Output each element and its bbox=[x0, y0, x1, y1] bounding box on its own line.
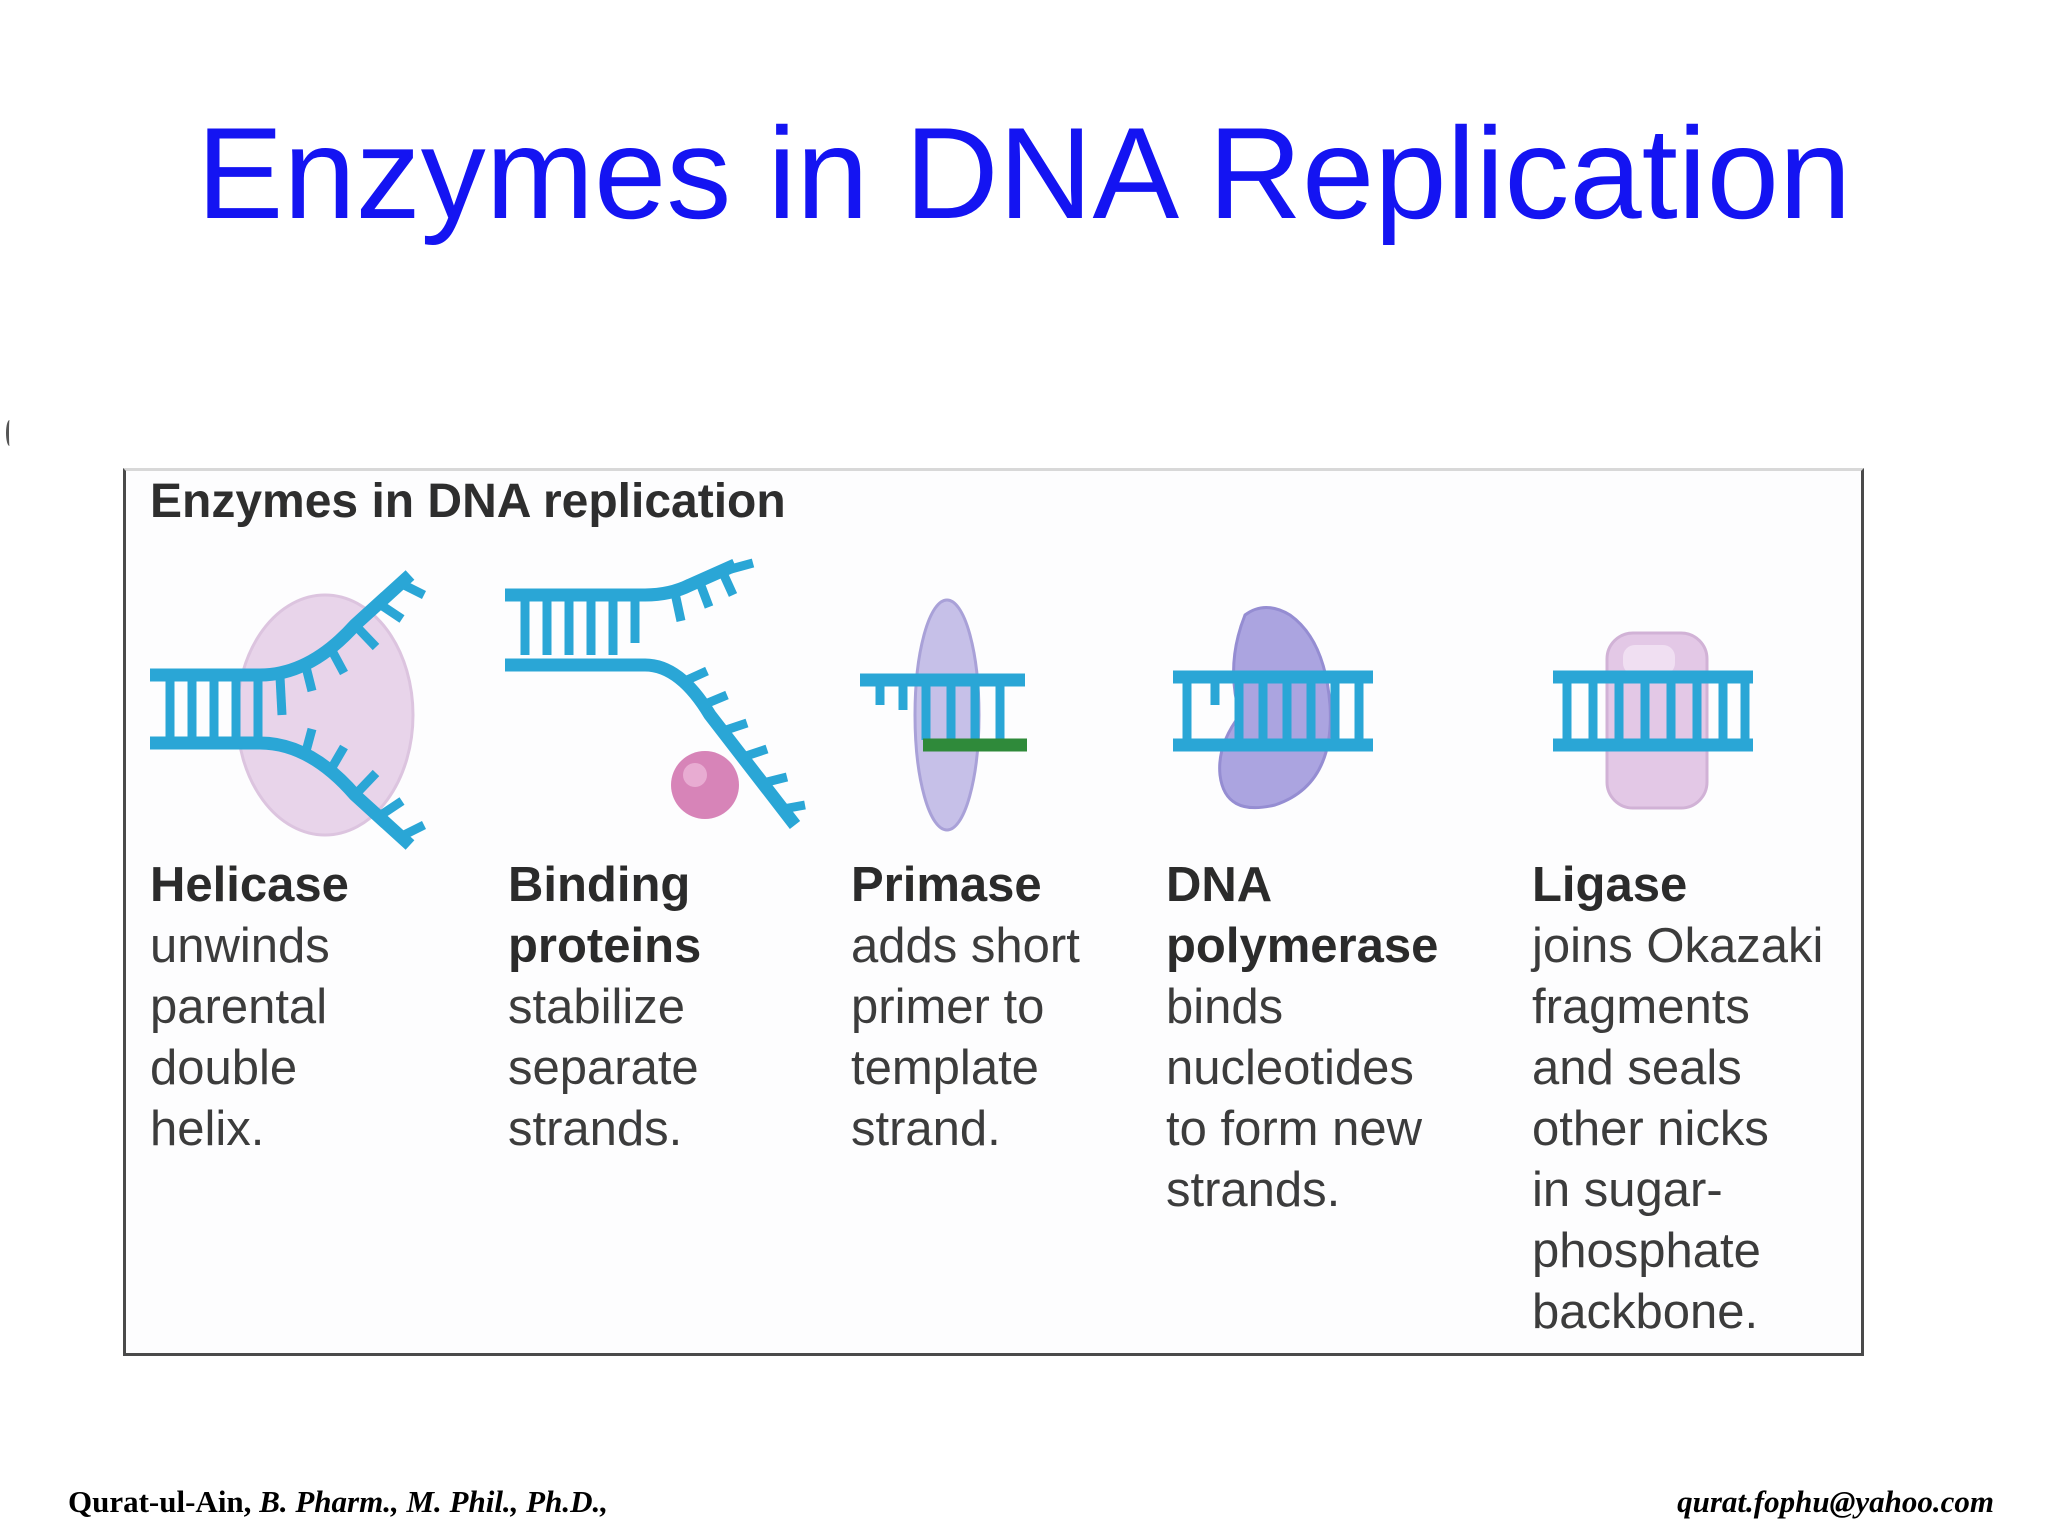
binding-lower-strand bbox=[505, 658, 801, 829]
binding-upper-strand bbox=[505, 559, 738, 602]
binding-proteins-name: Binding proteins bbox=[508, 858, 702, 973]
binding-proteins-illustration bbox=[505, 558, 806, 829]
helicase-illustration bbox=[150, 570, 427, 850]
footer-author: Qurat-ul-Ain, B. Pharm., M. Phil., Ph.D.… bbox=[68, 1484, 608, 1520]
helicase-name: Helicase bbox=[150, 858, 349, 912]
dna-polymerase-illustration bbox=[1173, 606, 1373, 810]
primase-name: Primase bbox=[851, 858, 1042, 912]
helicase-description: unwinds parental double helix. bbox=[150, 919, 330, 1156]
primase-illustration bbox=[860, 598, 1027, 832]
author-credentials: B. Pharm., M. Phil., Ph.D., bbox=[259, 1484, 608, 1519]
helicase-lower-strand bbox=[150, 736, 415, 850]
stray-mark bbox=[6, 420, 13, 446]
ligase-illustration bbox=[1553, 631, 1753, 810]
primase-description: adds short primer to template strand. bbox=[851, 919, 1080, 1156]
ligase-name: Ligase bbox=[1532, 858, 1688, 912]
figure-box bbox=[123, 468, 1864, 1356]
binding-proteins-description: stabilize separate strands. bbox=[508, 980, 699, 1156]
dna-polymerase-name: DNA polymerase bbox=[1166, 858, 1439, 973]
dna-polymerase-description: binds nucleotides to form new strands. bbox=[1166, 980, 1422, 1217]
author-name: Qurat-ul-Ain, bbox=[68, 1484, 252, 1519]
figure-title: Enzymes in DNA replication bbox=[150, 475, 786, 528]
ligase-description: joins Okazaki fragments and seals other … bbox=[1532, 919, 1824, 1339]
footer-email: qurat.fophu@yahoo.com bbox=[1677, 1484, 1994, 1519]
slide-title: Enzymes in DNA Replication bbox=[196, 100, 1852, 246]
binding-protein-shape bbox=[671, 751, 739, 819]
helicase-enzyme-shape bbox=[235, 593, 415, 837]
